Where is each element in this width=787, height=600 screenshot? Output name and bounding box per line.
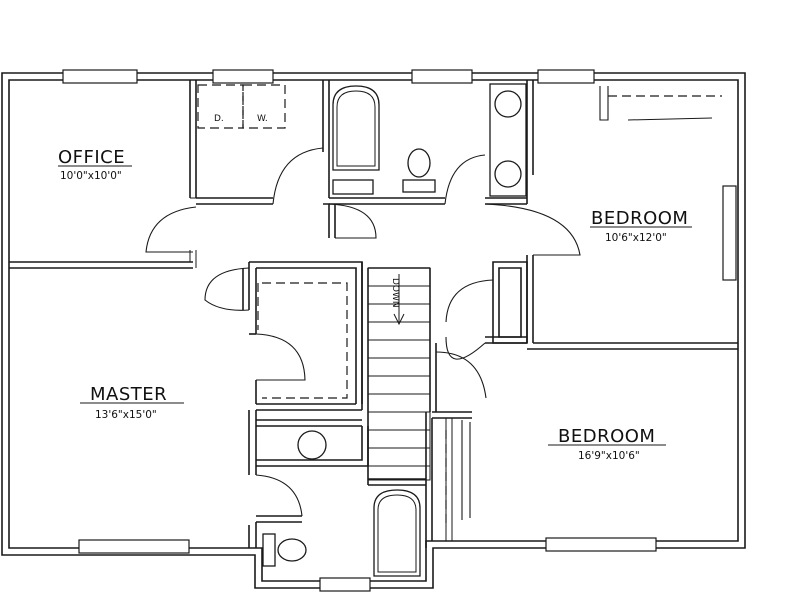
sink-upper-2 (494, 160, 522, 188)
office-name: OFFICE (58, 147, 125, 168)
lower-bath-fixtures (262, 430, 421, 577)
window-bedroom-lower (545, 537, 657, 552)
window-master (78, 539, 190, 554)
upper-bath-fixtures (332, 83, 527, 197)
window-bath-lower (319, 577, 371, 592)
bedroom-upper-size: 10'6"x12'0" (605, 232, 667, 244)
dryer-box (197, 84, 244, 129)
toilet-bowl-master (277, 538, 307, 562)
office-size: 10'0"x10'0" (60, 170, 122, 182)
window-bedroom-side (722, 185, 737, 281)
bedroom-lower-size: 16'9"x10'6" (578, 450, 640, 462)
stair-label: DOWN (390, 278, 400, 308)
windows (62, 69, 737, 592)
laundry-appliances: D. W. (197, 84, 286, 129)
master-name: MASTER (90, 384, 167, 405)
bathtub-lower (373, 489, 421, 577)
bedroom-upper-name: BEDROOM (591, 208, 688, 229)
stairs: DOWN (367, 267, 431, 481)
window-bedroom-upper (537, 69, 595, 84)
bedroom-lower-name: BEDROOM (558, 426, 655, 447)
toilet-tank-upper (402, 179, 436, 193)
washer-box (242, 84, 286, 129)
toilet-bowl-upper (407, 148, 431, 178)
sink-master (297, 430, 327, 460)
closet-shelves (257, 95, 722, 528)
window-bath (411, 69, 473, 84)
dryer-label: D. (214, 114, 224, 124)
stair-arrow (393, 274, 405, 326)
doors (145, 86, 713, 520)
washer-label: W. (257, 114, 268, 124)
room-labels: OFFICE 10'0"x10'0" BEDROOM 10'6"x12'0" M… (58, 147, 688, 462)
master-size: 13'6"x15'0" (95, 409, 157, 421)
bathtub-upper (332, 85, 380, 171)
window-laundry (212, 69, 274, 84)
label-underlines (58, 165, 692, 446)
toilet-tank-master (262, 533, 276, 567)
sink-upper-1 (494, 90, 522, 118)
window-office (62, 69, 138, 84)
